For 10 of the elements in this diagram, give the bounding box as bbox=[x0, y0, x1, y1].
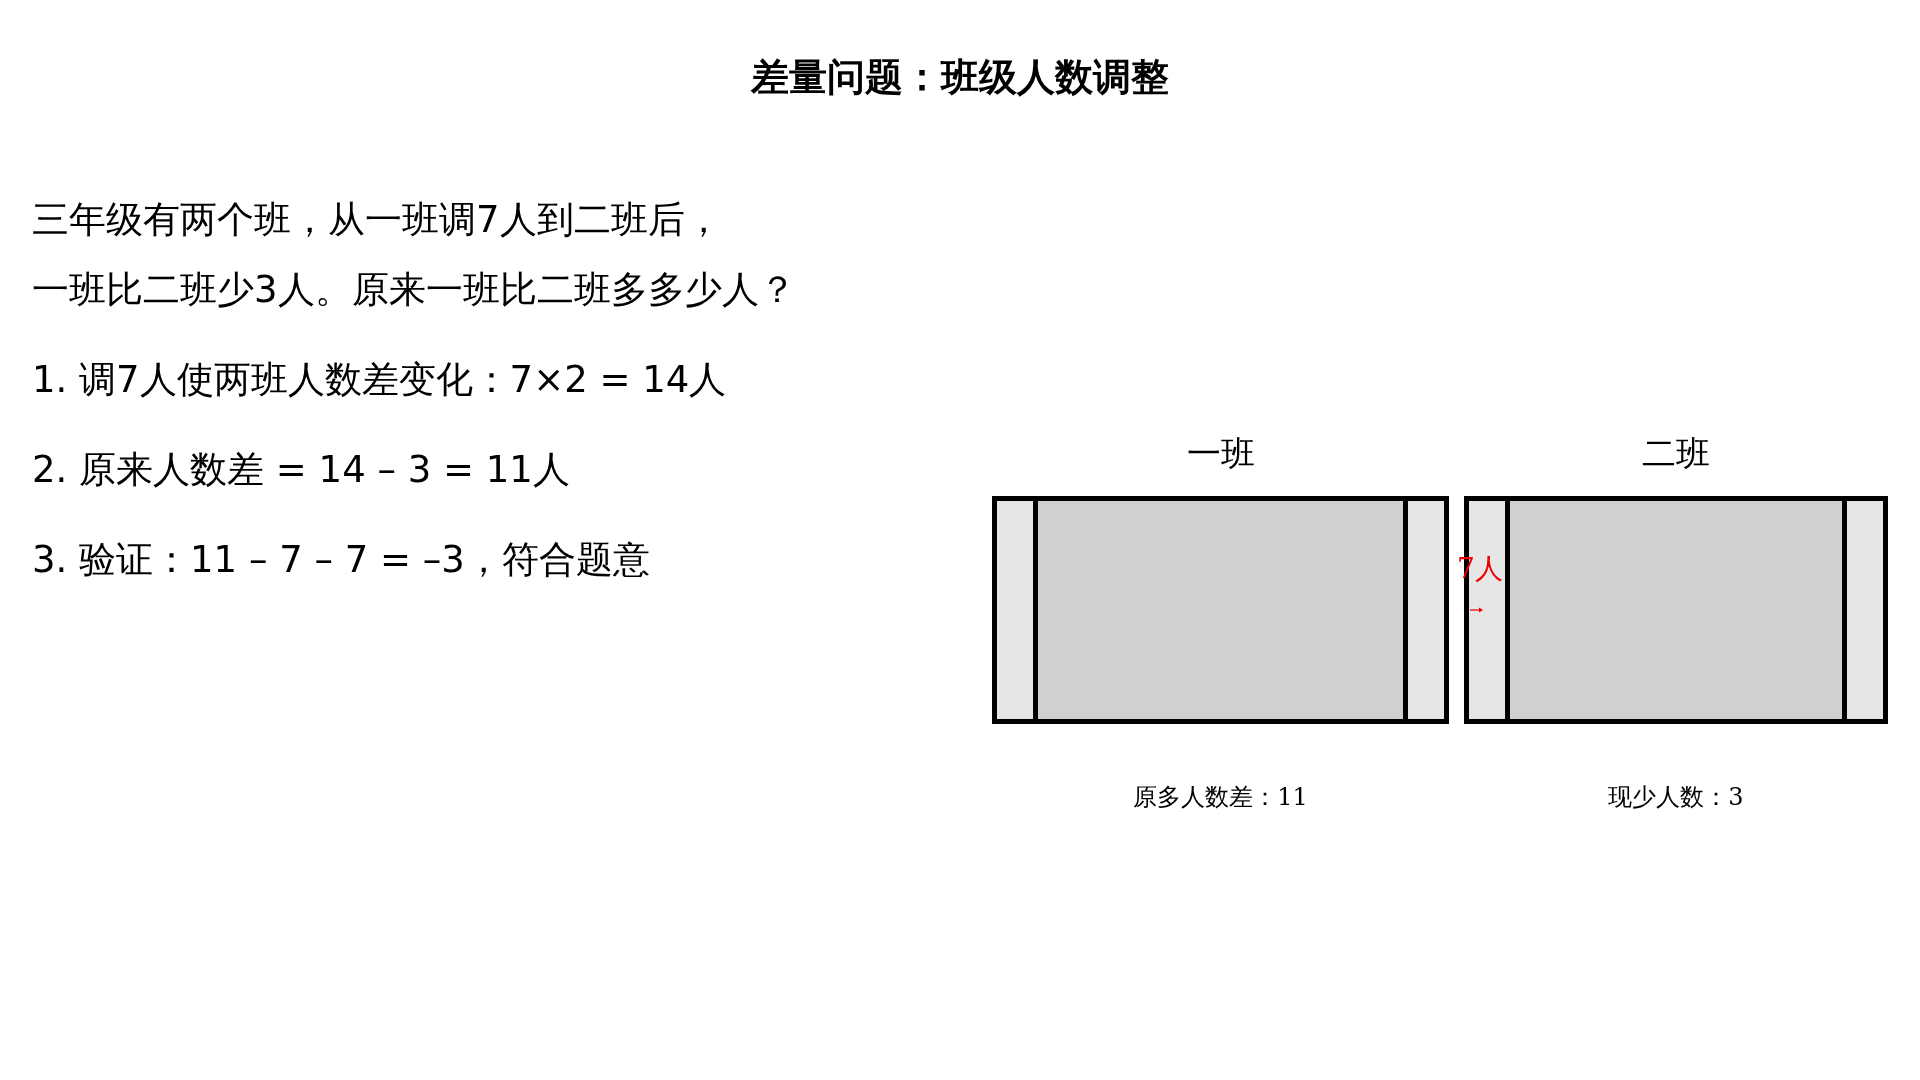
class-name: 一班 bbox=[1185, 432, 1256, 475]
problem-text: 三年级有两个班，从一班调7人到二班后， bbox=[32, 197, 722, 243]
solution-step: 2. 原来人数差 = 14 – 3 = 11人 bbox=[32, 445, 570, 495]
class-name: 二班 bbox=[1641, 432, 1711, 475]
problem-text: 一班比二班少3人。原来一班比二班多多少人？ bbox=[32, 267, 796, 313]
solution-step: 3. 验证：11 – 7 – 7 = –3，符合题意 bbox=[32, 535, 650, 585]
bar-caption: 原多人数差：11 bbox=[1132, 782, 1309, 813]
title: 差量问题：班级人数调整 bbox=[751, 54, 1169, 101]
solution-step: 1. 调7人使两班人数差变化：7×2 = 14人 bbox=[32, 355, 727, 405]
bar-caption: 现少人数：3 bbox=[1607, 782, 1745, 813]
